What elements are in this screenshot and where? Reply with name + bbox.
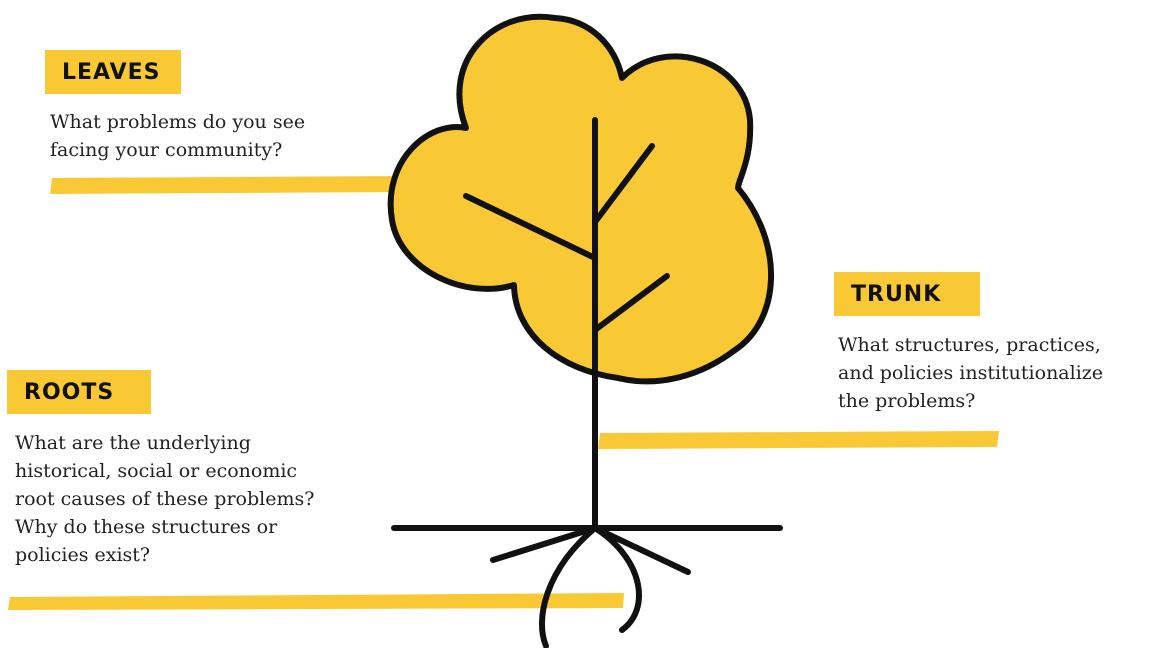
roots-question-line: historical, social or economic <box>15 460 298 482</box>
roots-question-line: Why do these structures or <box>15 516 278 538</box>
trunk-question-line: and policies institutionalize <box>838 362 1104 384</box>
leaves-title: LEAVES <box>62 59 161 85</box>
tree-canopy <box>387 13 775 385</box>
tree-branches <box>463 143 670 333</box>
leaves-underline-bar <box>50 176 398 194</box>
leaves-title-tab: LEAVES <box>45 50 181 94</box>
roots-title-tab: ROOTS <box>7 370 151 414</box>
roots-title: ROOTS <box>24 379 115 405</box>
trunk-title: TRUNK <box>851 281 942 307</box>
tree-roots <box>391 525 783 648</box>
roots-question-line: root causes of these problems? <box>15 488 315 510</box>
trunk-question-line: What structures, practices, <box>838 334 1101 356</box>
roots-question-line: What are the underlying <box>15 432 251 454</box>
trunk-underline-bar <box>598 431 999 449</box>
leaves-question: What problems do you see facing your com… <box>50 108 305 164</box>
leaves-question-line: facing your community? <box>50 139 283 161</box>
roots-question-line: policies exist? <box>15 544 151 566</box>
trunk-question-line: the problems? <box>838 390 976 412</box>
leaves-question-line: What problems do you see <box>50 111 306 133</box>
roots-question: What are the underlying historical, soci… <box>15 429 314 569</box>
roots-underline-bar <box>8 593 624 610</box>
trunk-question: What structures, practices, and policies… <box>838 331 1103 415</box>
trunk-title-tab: TRUNK <box>834 272 980 316</box>
